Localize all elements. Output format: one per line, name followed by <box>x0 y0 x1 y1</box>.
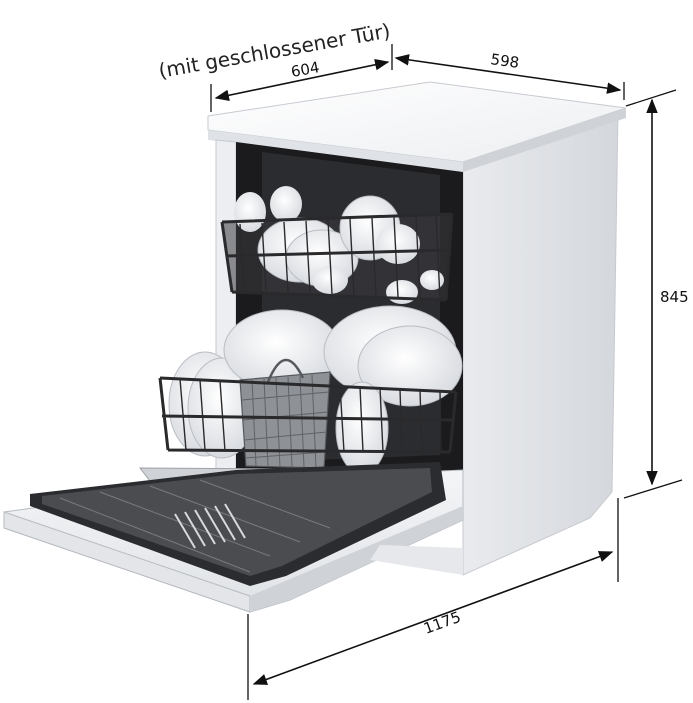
dim-arrow-open-depth <box>252 551 614 685</box>
ext-line-bottom-right <box>623 479 683 499</box>
upper-basket <box>220 186 454 304</box>
open-door <box>3 462 464 613</box>
cabinet-side <box>462 111 619 576</box>
dishwasher-illustration <box>3 81 627 613</box>
dim-arrow-depth <box>394 54 622 94</box>
cabinet-top-side-edge <box>463 108 626 172</box>
dim-label-height: 845 <box>660 288 689 306</box>
cabinet-top-front-edge <box>208 130 463 172</box>
lower-basket <box>138 305 463 495</box>
closed-door-note: (mit geschlossener Tür) <box>157 19 392 83</box>
kick-plate <box>370 545 463 575</box>
dim-label-depth: 598 <box>489 50 520 72</box>
ext-line-top-right <box>625 89 677 107</box>
dimension-lines <box>210 44 683 700</box>
dim-arrow-width <box>214 59 390 101</box>
dim-label-width: 604 <box>290 58 321 81</box>
dim-label-open-depth: 1175 <box>421 608 463 638</box>
